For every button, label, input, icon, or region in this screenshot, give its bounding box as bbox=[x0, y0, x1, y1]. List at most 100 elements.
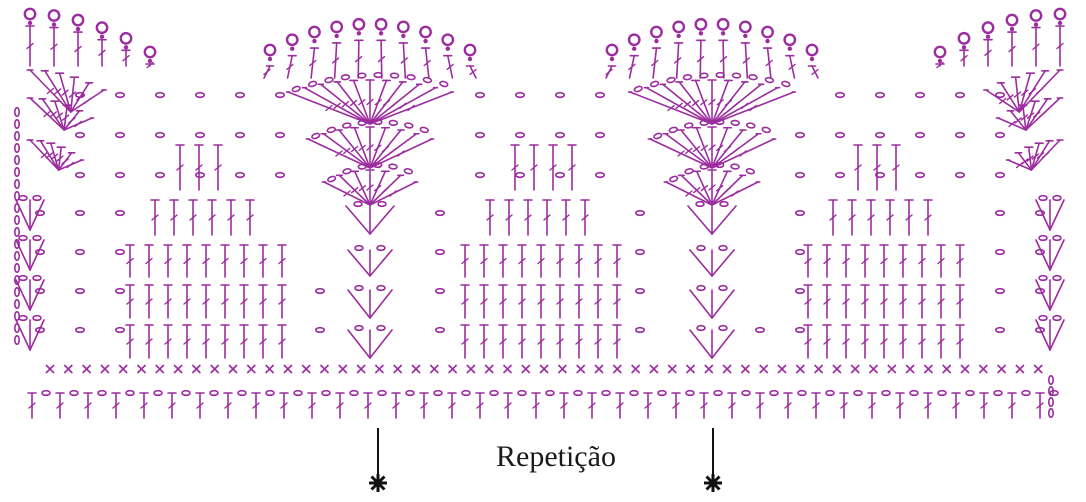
chain-stitch bbox=[265, 389, 275, 397]
picot-stitch bbox=[672, 20, 686, 34]
chain-stitch bbox=[731, 72, 742, 79]
chain-stitch bbox=[326, 126, 336, 134]
chain-stitch bbox=[914, 131, 925, 139]
picot-stitch bbox=[263, 43, 277, 57]
single-crochet-stitch bbox=[301, 364, 311, 374]
chain-stitch bbox=[514, 91, 525, 99]
chain-stitch bbox=[115, 209, 126, 217]
chain-stitch bbox=[115, 326, 126, 334]
picot-dot bbox=[698, 31, 704, 36]
chain-stitch bbox=[1052, 314, 1062, 322]
repeat-end-asterisk-icon bbox=[704, 474, 722, 492]
single-crochet-stitch bbox=[283, 364, 293, 374]
chain-stitch bbox=[853, 389, 863, 397]
stitch-layer bbox=[14, 7, 1067, 419]
chain-stitch bbox=[573, 389, 583, 397]
chain-stitch bbox=[75, 209, 86, 217]
chain-stitch bbox=[14, 155, 21, 166]
chain-stitch bbox=[434, 209, 445, 217]
chain-stitch bbox=[914, 171, 925, 179]
single-crochet-stitch bbox=[319, 364, 330, 374]
chain-stitch bbox=[14, 298, 21, 309]
single-crochet-stitch bbox=[594, 364, 604, 374]
chain-stitch bbox=[155, 131, 166, 139]
chain-stitch bbox=[389, 72, 400, 79]
chain-stitch bbox=[629, 389, 639, 397]
picot-dot bbox=[75, 26, 81, 32]
chain-stitch bbox=[745, 168, 756, 175]
chain-stitch bbox=[419, 126, 429, 134]
chain-stitch bbox=[881, 389, 891, 397]
chain-stitch bbox=[874, 131, 885, 139]
picot-stitch bbox=[463, 43, 477, 57]
picot-dot bbox=[312, 38, 317, 44]
single-crochet-stitch bbox=[759, 364, 769, 374]
single-crochet-stitch bbox=[905, 364, 915, 374]
single-crochet-stitch bbox=[923, 364, 933, 374]
picot-stitch bbox=[957, 31, 971, 45]
repeat-caption: Repetição bbox=[496, 440, 616, 473]
chain-stitch bbox=[1052, 194, 1062, 202]
chain-stitch bbox=[633, 85, 643, 93]
chain-stitch bbox=[406, 74, 416, 81]
picot-dot bbox=[267, 56, 273, 62]
picot-dot bbox=[99, 34, 105, 39]
chain-stitch bbox=[653, 132, 663, 140]
chain-stitch bbox=[461, 389, 471, 397]
single-crochet-stitch bbox=[997, 364, 1007, 374]
picot-dot bbox=[378, 31, 384, 36]
picot-stitch bbox=[650, 25, 663, 39]
chain-stitch bbox=[649, 80, 660, 88]
picot-dot bbox=[654, 38, 659, 44]
chain-stitch bbox=[954, 91, 965, 99]
chain-stitch bbox=[666, 76, 676, 84]
single-crochet-stitch bbox=[136, 364, 147, 374]
single-crochet-stitch bbox=[63, 364, 73, 374]
chain-stitch bbox=[1038, 234, 1048, 242]
chain-stitch bbox=[514, 171, 525, 179]
single-crochet-stitch bbox=[448, 364, 458, 374]
chain-stitch bbox=[1038, 314, 1048, 322]
single-crochet-stitch bbox=[960, 364, 970, 374]
picot-stitch bbox=[627, 33, 641, 47]
chain-stitch bbox=[32, 194, 42, 202]
picot-dot bbox=[401, 33, 406, 39]
picot-stitch bbox=[352, 17, 366, 31]
single-crochet-stitch bbox=[868, 364, 879, 374]
picot-dot bbox=[467, 56, 473, 62]
chain-stitch bbox=[1048, 407, 1055, 418]
chain-stitch bbox=[14, 215, 21, 226]
single-crochet-stitch bbox=[155, 364, 165, 374]
chain-stitch bbox=[685, 389, 695, 397]
chain-stitch bbox=[730, 163, 740, 170]
single-crochet-stitch bbox=[1015, 364, 1025, 374]
chain-stitch bbox=[18, 274, 28, 282]
chain-stitch bbox=[349, 389, 359, 397]
chain-stitch bbox=[554, 91, 565, 99]
chain-stitch bbox=[794, 326, 805, 334]
picot-stitch bbox=[119, 31, 133, 45]
chain-stitch bbox=[235, 171, 246, 179]
chain-stitch bbox=[14, 179, 21, 190]
single-crochet-stitch bbox=[173, 364, 183, 374]
chain-stitch bbox=[235, 91, 246, 99]
chain-stitch bbox=[514, 131, 525, 139]
chain-stitch bbox=[874, 91, 885, 99]
single-crochet-stitch bbox=[338, 364, 348, 374]
chain-stitch bbox=[994, 209, 1005, 217]
picot-dot bbox=[632, 46, 637, 51]
chain-stitch bbox=[14, 131, 21, 142]
single-crochet-stitch bbox=[374, 364, 384, 374]
single-crochet-stitch bbox=[942, 364, 952, 374]
chain-stitch bbox=[341, 122, 352, 129]
chain-stitch bbox=[195, 91, 206, 99]
chain-stitch bbox=[115, 171, 126, 179]
chain-stitch bbox=[403, 168, 414, 175]
chain-stitch bbox=[1038, 274, 1048, 282]
single-crochet-stitch bbox=[576, 364, 586, 374]
chain-stitch bbox=[422, 76, 433, 84]
picot-stitch bbox=[95, 21, 109, 35]
chain-stitch bbox=[825, 389, 835, 397]
chain-stitch bbox=[405, 389, 415, 397]
